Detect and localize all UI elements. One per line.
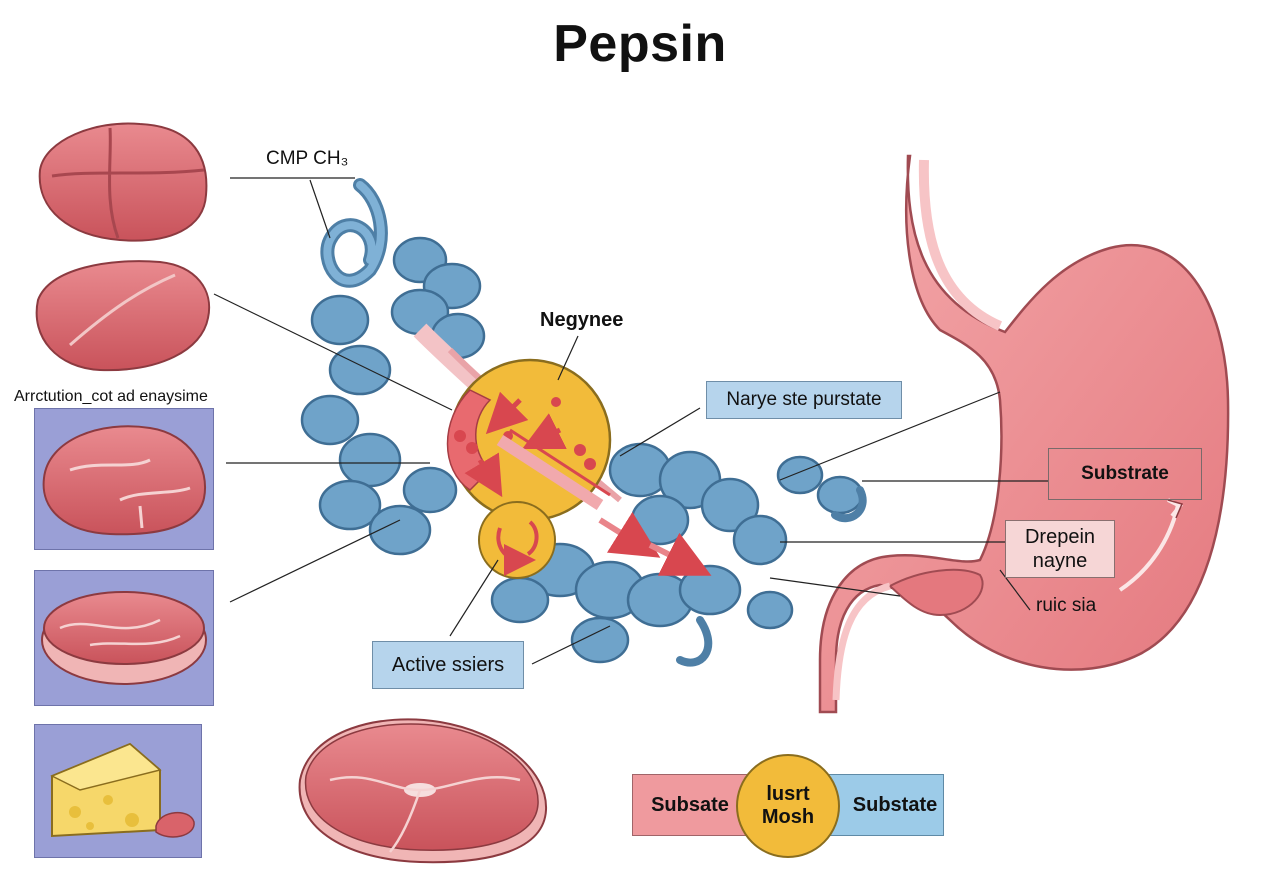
steak-icon — [35, 260, 211, 372]
drepein-line1: Drepein — [1024, 526, 1096, 548]
legend-center-line1: lusrt — [766, 783, 810, 805]
cheese-icon — [50, 742, 195, 838]
legend-center-circle: lusrt Mosh — [736, 754, 840, 858]
steak-icon — [42, 425, 206, 536]
active-site-secondary — [478, 501, 556, 579]
narye-box: Narye ste purstate — [706, 381, 902, 419]
legend-substrate-right: Substate — [806, 774, 944, 836]
legend-center-line2: Mosh — [761, 806, 815, 828]
steak-icon — [41, 591, 207, 685]
stomach-icon — [818, 154, 1230, 714]
leader-lines — [213, 177, 1048, 665]
cleavage-arrows — [598, 511, 712, 576]
drepein-line2: nayne — [1032, 550, 1088, 572]
legend-left-label: Subsate — [651, 793, 729, 816]
cmp-label: CMP CH₃ — [266, 148, 349, 169]
active-site-main — [446, 358, 612, 522]
active-box: Active ssiers — [372, 641, 524, 689]
legend-right-label: Substate — [852, 793, 938, 816]
arrctution-label: Arrctution_cot ad enaysime — [14, 388, 208, 405]
steak-icon — [298, 718, 548, 864]
substrate-stomach-box: Substrate — [1048, 448, 1202, 500]
negynee-label: Negynee — [540, 309, 624, 331]
drepein-box: Drepein nayne — [1005, 520, 1115, 578]
meat-chunk-icon — [38, 122, 208, 242]
page-title: Pepsin — [553, 15, 727, 73]
ruic-label: ruic sia — [1036, 595, 1097, 616]
